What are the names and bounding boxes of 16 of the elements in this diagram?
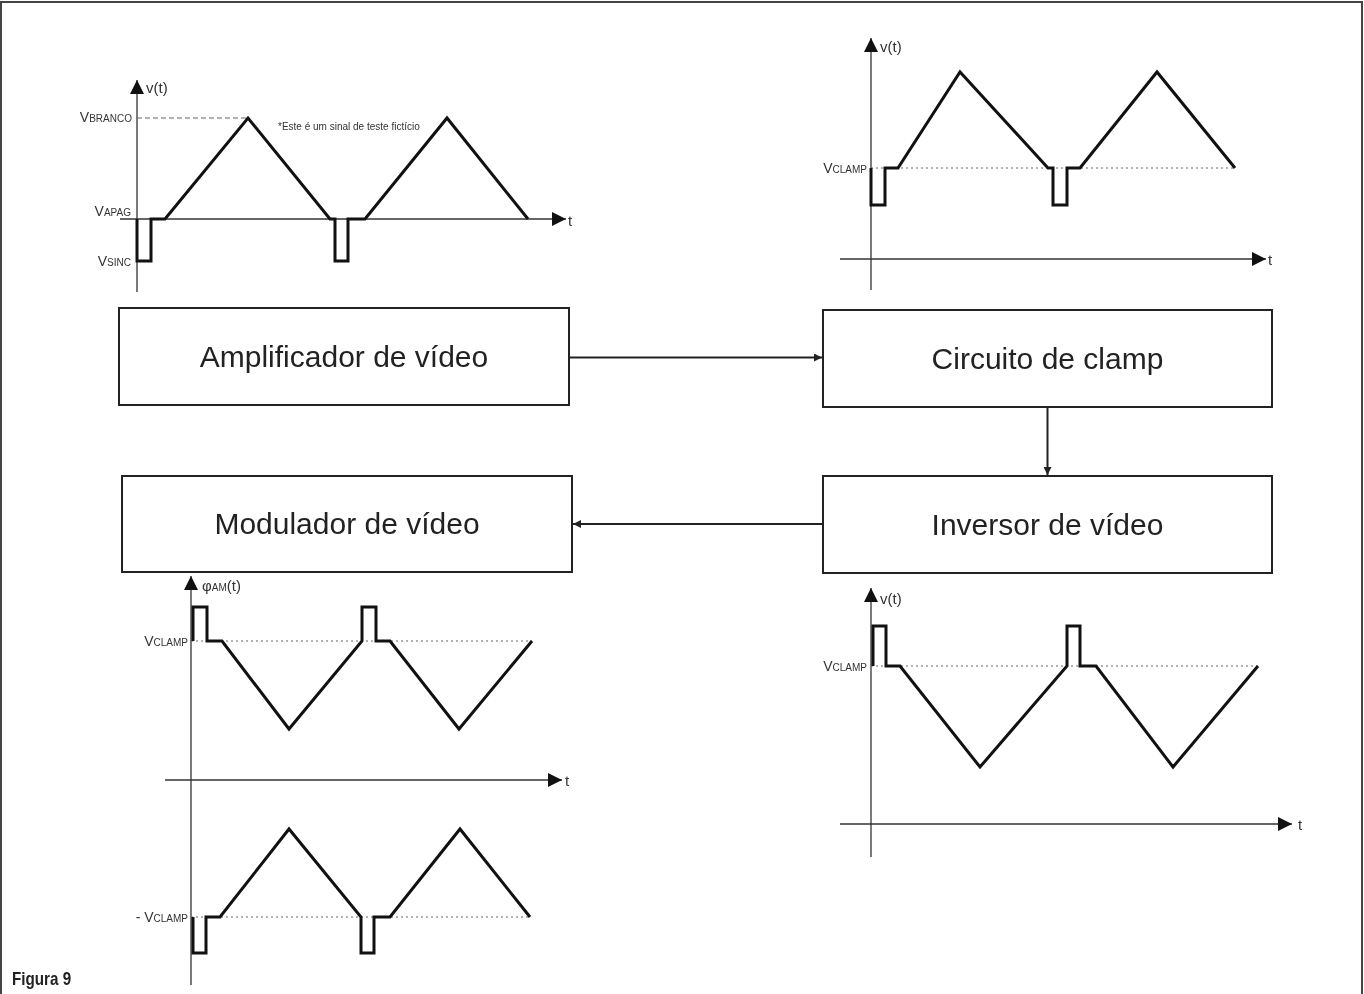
axis-label: v(t): [880, 591, 902, 606]
axis-label: t: [1268, 252, 1273, 267]
axis-label: v(t): [146, 80, 168, 95]
process-box: Modulador de vídeo: [121, 475, 573, 573]
note-text: *Este é um sinal de teste fictício: [278, 122, 420, 132]
axis-label: t: [565, 773, 570, 788]
arrow: [572, 520, 823, 528]
arrow: [1043, 407, 1052, 476]
arrow: [569, 353, 823, 362]
axis-label: t: [1298, 817, 1303, 832]
process-box: Circuito de clamp: [822, 309, 1273, 408]
process-box: Amplificador de vídeo: [118, 307, 570, 406]
process-box: Inversor de vídeo: [822, 475, 1273, 574]
figure-caption: Figura 9: [12, 968, 72, 990]
axis-label: v(t): [880, 39, 902, 54]
axis-label: t: [568, 213, 573, 228]
